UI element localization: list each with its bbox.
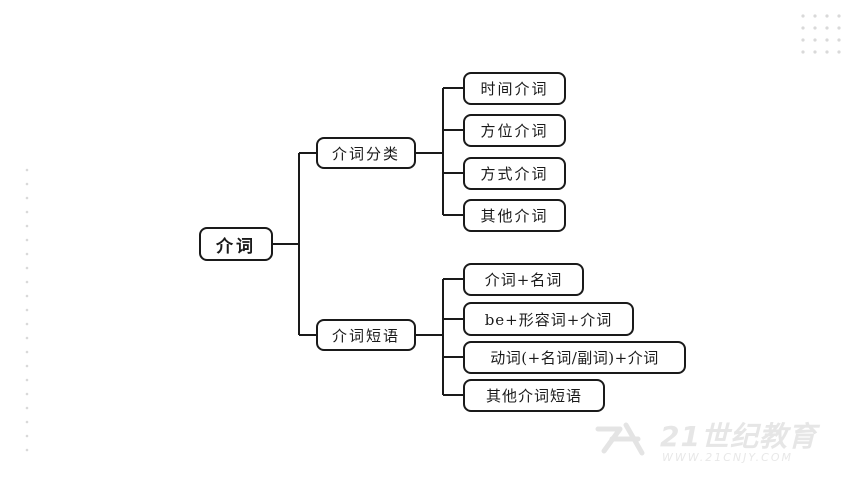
branch-node-preposition-types: 介词分类 [316,137,416,169]
leaf-node-place-prepositions: 方位介词 [463,114,566,147]
watermark-logo-icon [595,422,645,456]
leaf-node-time-prepositions: 时间介词 [463,72,566,105]
leaf-node-verb-prep: 动词(+名词/副词)+介词 [463,341,686,374]
watermark: 21世纪教育 WWW.21CNJY.COM [590,415,840,470]
leaf-node-manner-prepositions: 方式介词 [463,157,566,190]
watermark-brand: 21世纪教育 [660,420,817,453]
leaf-node-other-prepositions: 其他介词 [463,199,566,232]
leaf-node-be-adj-prep: be+形容词+介词 [463,302,634,336]
branch-node-prepositional-phrases: 介词短语 [316,319,416,351]
root-node: 介词 [199,227,273,261]
watermark-url: WWW.21CNJY.COM [662,451,794,464]
leaf-node-prep-plus-noun: 介词+名词 [463,263,584,296]
leaf-node-other-phrases: 其他介词短语 [463,379,605,412]
